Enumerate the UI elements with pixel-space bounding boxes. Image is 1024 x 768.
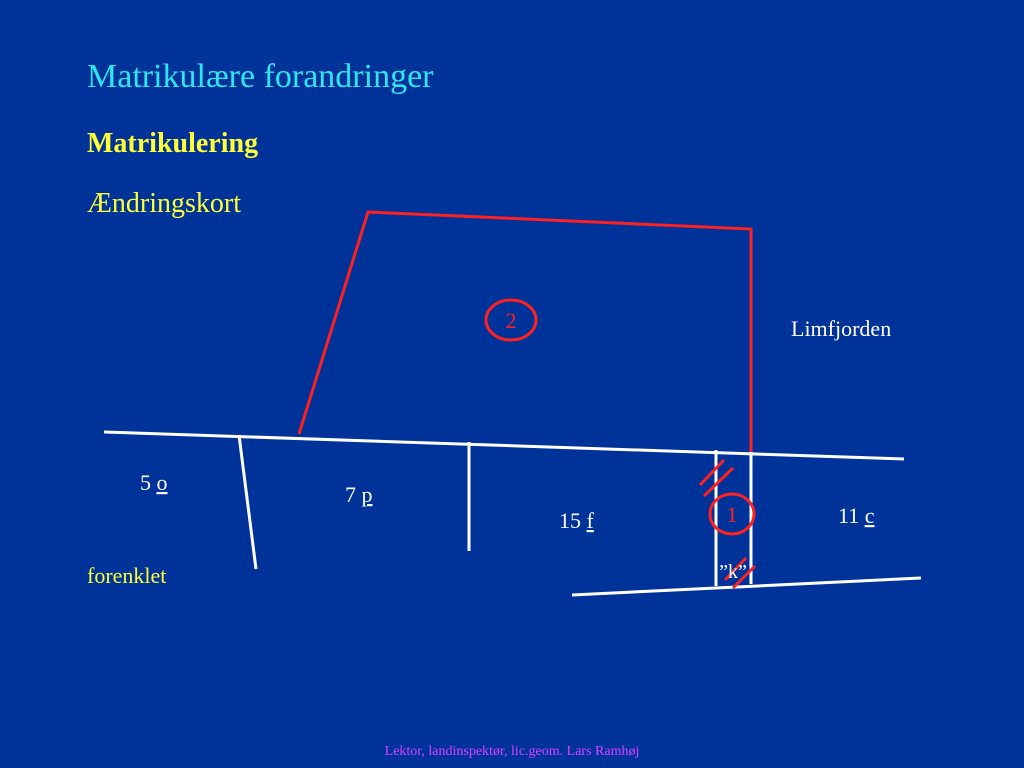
parcel-number: 11 — [838, 503, 859, 528]
parcel-letter: p — [362, 482, 373, 507]
parcel-2-number: 2 — [506, 308, 517, 333]
parcel-number: 7 — [345, 482, 356, 507]
cancel-mark-lower — [731, 564, 757, 590]
simplified-note: forenklet — [87, 563, 167, 588]
parcel-letter: f — [587, 508, 595, 533]
parcel-1-circle — [708, 492, 756, 536]
limfjorden-label: Limfjorden — [791, 316, 891, 341]
parcel-label-11c: 11 c — [838, 503, 875, 528]
road-boundary-top — [103, 430, 905, 461]
parcel-1-number: 1 — [727, 502, 738, 527]
parcel-number: 5 — [140, 470, 151, 495]
parcel-label-7p: 7 p — [345, 482, 373, 507]
slide-title: Matrikulære forandringer — [87, 58, 434, 95]
parcel-2-circle — [484, 298, 538, 342]
map-kind-label: Ændringskort — [87, 188, 241, 219]
footer-credit: Lektor, landinspektør, lic.geom. Lars Ra… — [384, 744, 640, 759]
subtitle: Matrikulering — [87, 128, 259, 159]
parcel-number: 15 — [559, 508, 581, 533]
cancel-mark-lower — [723, 556, 748, 582]
parcel-label-5o: 5 o — [140, 470, 168, 495]
parcel-k-label: ”k” — [719, 561, 747, 583]
new-parcel-boundary — [297, 210, 753, 452]
road-boundary-bottom — [571, 576, 922, 597]
cancel-mark-upper — [698, 458, 726, 487]
parcel-letter: o — [157, 470, 168, 495]
parcel-label-15f: 15 f — [559, 508, 595, 533]
cancel-mark-upper — [702, 466, 735, 498]
parcel-letter: c — [865, 503, 875, 528]
boundary-5o-7p — [237, 434, 258, 570]
